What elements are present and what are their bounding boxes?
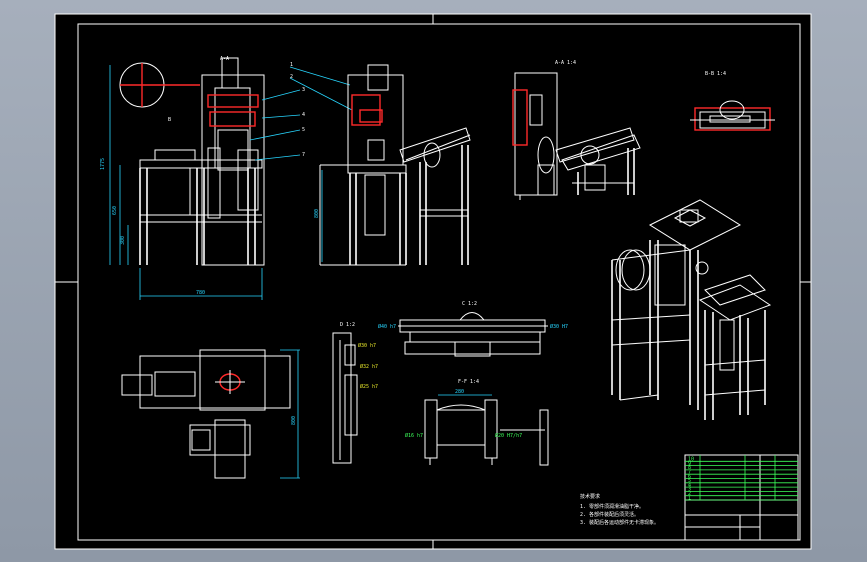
title-block-row-number: 1 [688, 495, 691, 501]
dim-plan-depth: 800 [291, 416, 297, 425]
balloon-1: 1 [290, 62, 293, 68]
section-a-view: A-A 1:4 [512, 60, 641, 200]
dim-overall-width: 780 [196, 290, 205, 296]
balloon-4: 4 [302, 112, 305, 118]
balloon-5: 5 [302, 127, 305, 133]
title-block-row-number: 8 [688, 465, 691, 471]
balloon-7: 7 [302, 152, 305, 158]
notes-title: 技术要求 [580, 493, 600, 500]
technical-notes: 技术要求 1. 零部件须润滑油脂干净。 2. 各部件装配后须灵活。 3. 装配后… [580, 493, 659, 526]
side-view: 1 2 800 [289, 62, 471, 266]
label-side-b: B [168, 117, 171, 123]
dim-mid-height: 650 [112, 206, 118, 215]
note-item-2: 2. 各部件装配后须灵活。 [580, 511, 639, 518]
title-block-row-number: 5 [688, 478, 691, 484]
dim-c-fit-1: Ø40 h7 [378, 323, 396, 330]
section-a-label: A-A 1:4 [555, 60, 576, 66]
dim-overall-height: 1775 [100, 158, 106, 170]
note-item-3: 3. 装配后各运动部件无卡滞现象。 [580, 519, 659, 526]
title-block-row-number: 9 [688, 461, 691, 467]
dim-c-fit-2: Ø30 H7 [550, 323, 568, 330]
dim-d-fit-3: Ø25 h7 [360, 383, 378, 390]
title-block-row-number: 7 [688, 470, 691, 476]
isometric-view [611, 199, 772, 420]
title-block-row-number: 3 [688, 487, 691, 493]
dim-side-height: 800 [314, 209, 320, 218]
dim-low-height: 300 [120, 236, 126, 245]
balloon-3: 3 [302, 87, 305, 93]
note-item-1: 1. 零部件须润滑油脂干净。 [580, 503, 644, 510]
title-block-row-number: 6 [688, 474, 691, 480]
dim-d-fit-2: Ø32 h7 [360, 363, 378, 370]
detail-b-view: B-B 1:4 [690, 71, 775, 131]
section-c-label: C 1:2 [462, 301, 477, 307]
section-f-view: F-F 1:4 280 Ø16 h7 Ø20 H7/h7 [405, 379, 549, 466]
front-view-label: A-A [220, 56, 229, 62]
title-block-row-number: 4 [688, 482, 691, 488]
balloon-2: 2 [290, 74, 293, 80]
dim-f-fit-2: Ø20 H7/h7 [495, 432, 522, 439]
dim-f-fit-1: Ø16 h7 [405, 432, 423, 439]
plan-view: 800 [121, 349, 300, 479]
detail-b-label: B-B 1:4 [705, 71, 726, 77]
section-d-view: D 1:2 Ø30 h7 Ø32 h7 Ø25 h7 [332, 322, 378, 464]
section-f-label: F-F 1:4 [458, 379, 479, 385]
section-d-label: D 1:2 [340, 322, 355, 328]
dim-f-width: 280 [455, 389, 464, 395]
title-block-row-number: 2 [688, 491, 691, 497]
title-block-row-number: 10 [688, 457, 694, 463]
dim-d-fit-1: Ø30 h7 [358, 342, 376, 349]
section-c-view: C 1:2 Ø40 h7 Ø30 H7 [378, 301, 568, 357]
front-view: A-A 1775 650 300 780 [100, 56, 305, 300]
